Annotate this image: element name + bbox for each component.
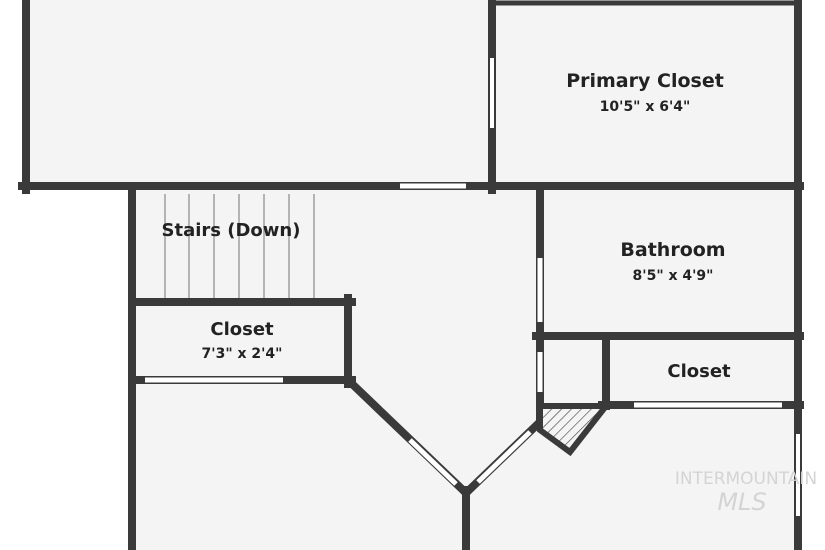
door-opening	[476, 430, 532, 484]
room-dims-closet-left: 7'3" x 2'4"	[202, 346, 283, 362]
watermark: INTERMOUNTAIN MLS	[675, 469, 817, 516]
room-name-primary-closet: Primary Closet	[566, 70, 724, 92]
room-name-stairs: Stairs (Down)	[162, 220, 301, 241]
room-name-closet-right: Closet	[667, 361, 731, 382]
floor-top-left-room	[26, 0, 492, 186]
room-labels: Primary Closet 10'5" x 6'4" Stairs (Down…	[162, 70, 732, 382]
room-name-closet-left: Closet	[210, 319, 274, 340]
watermark-line1: INTERMOUNTAIN	[675, 469, 817, 489]
openings	[145, 58, 800, 516]
door-opening	[408, 438, 458, 486]
room-dims-bathroom: 8'5" x 4'9"	[633, 268, 714, 284]
floor-primary-closet	[492, 0, 798, 186]
floor-bathroom	[540, 186, 798, 336]
floor-closet-left	[136, 302, 348, 380]
hatched-block	[537, 403, 613, 457]
room-dims-primary-closet: 10'5" x 6'4"	[600, 99, 691, 115]
watermark-line2: MLS	[717, 488, 766, 516]
floor-areas	[26, 0, 798, 550]
room-name-bathroom: Bathroom	[620, 239, 725, 261]
floor-right-lower	[540, 336, 798, 550]
stairs-treads	[164, 194, 315, 298]
